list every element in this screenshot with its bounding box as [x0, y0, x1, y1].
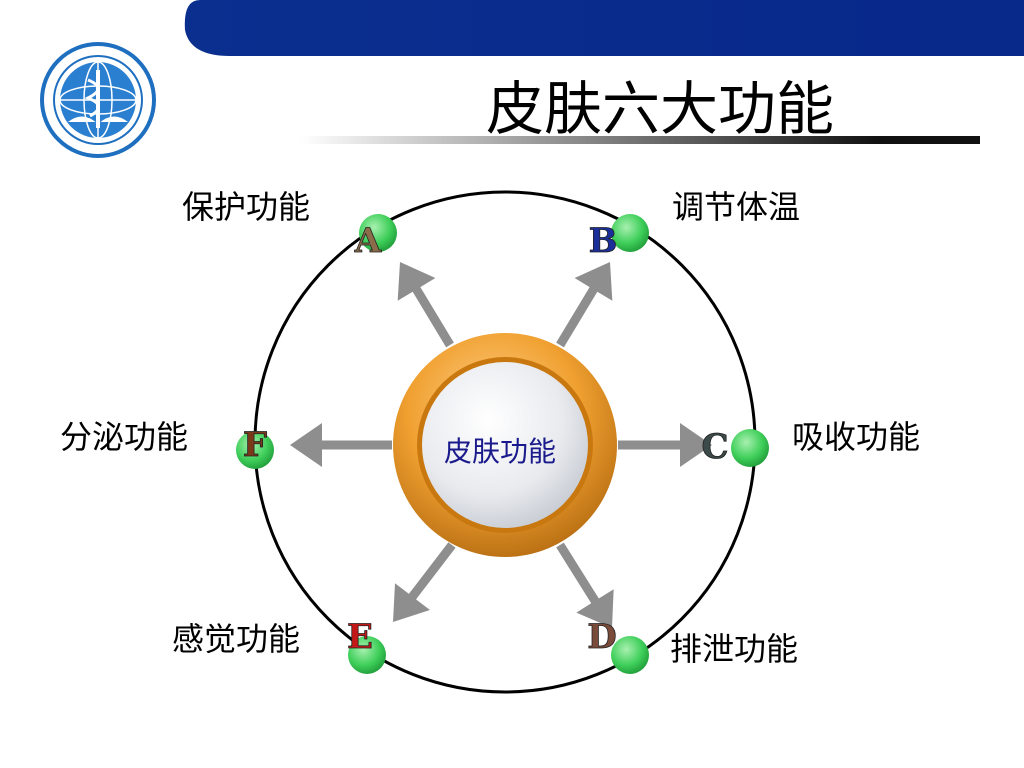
letter-c: C	[701, 427, 728, 467]
label-e: 感觉功能	[172, 620, 301, 658]
node-c	[731, 429, 769, 467]
letter-d: D	[587, 617, 616, 657]
arrow-b	[556, 262, 613, 348]
label-d: 排泄功能	[670, 630, 799, 668]
letter-b: B	[589, 221, 618, 261]
center-label: 皮肤功能	[443, 435, 556, 468]
letter-a: A	[354, 221, 382, 261]
node-a	[359, 214, 397, 252]
node-b	[611, 214, 649, 252]
node-e	[348, 636, 386, 674]
label-c: 吸收功能	[792, 418, 921, 456]
arrow-e	[393, 542, 456, 622]
arrow-c	[618, 423, 712, 467]
label-b: 调节体温	[672, 188, 801, 226]
node-d	[611, 636, 649, 674]
node-f	[236, 431, 274, 469]
slide-title: 皮肤六大功能	[485, 75, 834, 143]
arrow-d	[556, 542, 614, 628]
arrow-a	[397, 262, 454, 348]
function-diagram: A B C D E F	[236, 190, 769, 694]
arrow-f	[290, 423, 392, 467]
letter-e: E	[347, 617, 373, 657]
header-bar	[184, 0, 1024, 56]
letter-f: F	[243, 425, 267, 465]
title-underline	[300, 136, 980, 144]
label-a: 保护功能	[182, 188, 311, 226]
label-f: 分泌功能	[60, 418, 189, 456]
center-disc	[422, 362, 588, 528]
college-logo	[40, 42, 156, 158]
